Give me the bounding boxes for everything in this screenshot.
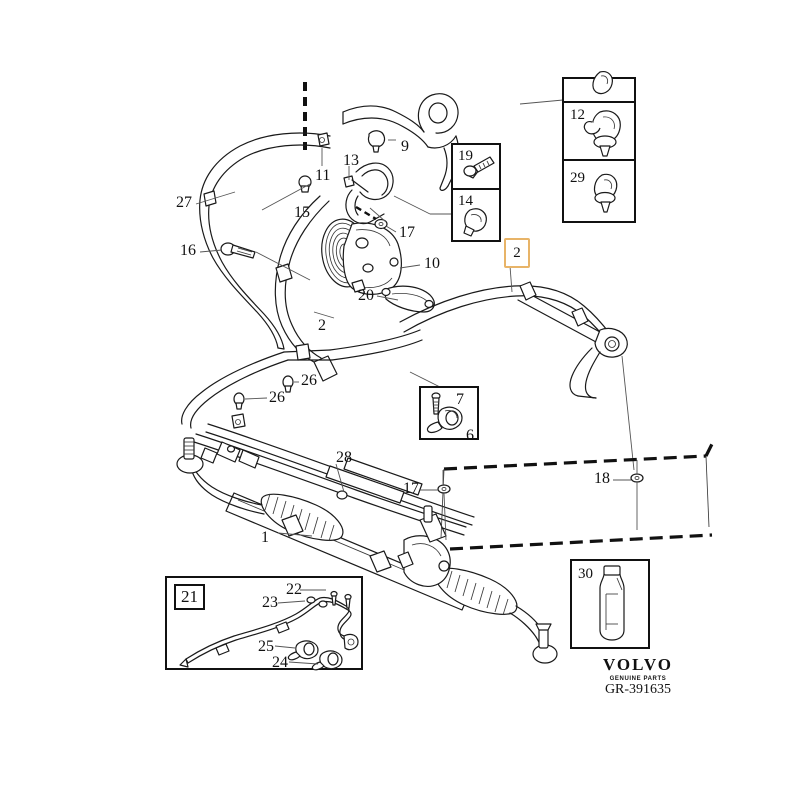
pipe-assembly-icon-21 [179,589,359,671]
box-label-19: 19 [458,148,473,164]
callout-22: 22 [286,581,302,598]
box-label-29: 29 [570,170,585,186]
callout-18: 18 [594,470,610,487]
callout-27: 27 [176,194,192,211]
volvo-brand: VOLVO GENUINE PARTS [578,655,698,682]
callout-15: 15 [294,204,310,221]
pump-bracket [343,162,394,225]
fluid-bottle-icon [599,565,625,641]
hose-low-return [181,329,423,429]
bolt-icon-19 [463,156,495,179]
box-label-14: 14 [458,193,473,209]
clip-icon-top [592,71,613,95]
hose-pressure-right-2 [399,281,635,471]
callout-28: 28 [336,449,352,466]
box-label-21: 21 [174,584,205,610]
genuine-parts-text: GENUINE PARTS [609,676,667,682]
clip-icon-29 [593,173,618,213]
callout-23: 23 [262,594,278,611]
callout-25: 25 [258,638,274,655]
bellows-right [434,567,518,616]
box-label-12: 12 [570,107,585,123]
callout-17a: 17 [399,224,415,241]
callout-7: 7 [456,391,464,408]
bracket-20 [381,285,435,313]
clamp-screw-icon [426,392,463,434]
box-label-30: 30 [578,566,593,582]
steering-rack-1 [176,437,558,664]
callout-26b: 26 [269,389,285,406]
callout-1: 1 [261,529,269,546]
callout-16: 16 [180,242,196,259]
clip-icon-12 [583,110,621,157]
callout-11: 11 [315,167,331,184]
hose-upper-feed [342,93,460,191]
hose-return-27 [199,132,331,350]
highlighted-callout-2[interactable]: 2 [504,238,530,268]
power-steering-pump-10 [321,218,402,295]
bellows-left [260,493,344,542]
callout-17b: 17 [403,480,419,497]
rack-valve-housing [397,505,451,587]
part-number: GR-391635 [604,682,672,697]
callout-26a: 26 [301,372,317,389]
callout-6: 6 [466,427,474,444]
volvo-wordmark: VOLVO [602,655,674,674]
leader-lines [195,99,638,541]
callout-13: 13 [343,152,359,169]
callout-24: 24 [272,654,288,671]
callout-10: 10 [424,255,440,272]
dashed-routing-region [440,443,714,551]
callout-2a: 2 [318,317,326,334]
grommet-symbols [220,130,644,494]
callout-20: 20 [358,287,374,304]
callout-9: 9 [401,138,409,155]
clip-icon-14 [463,208,487,237]
